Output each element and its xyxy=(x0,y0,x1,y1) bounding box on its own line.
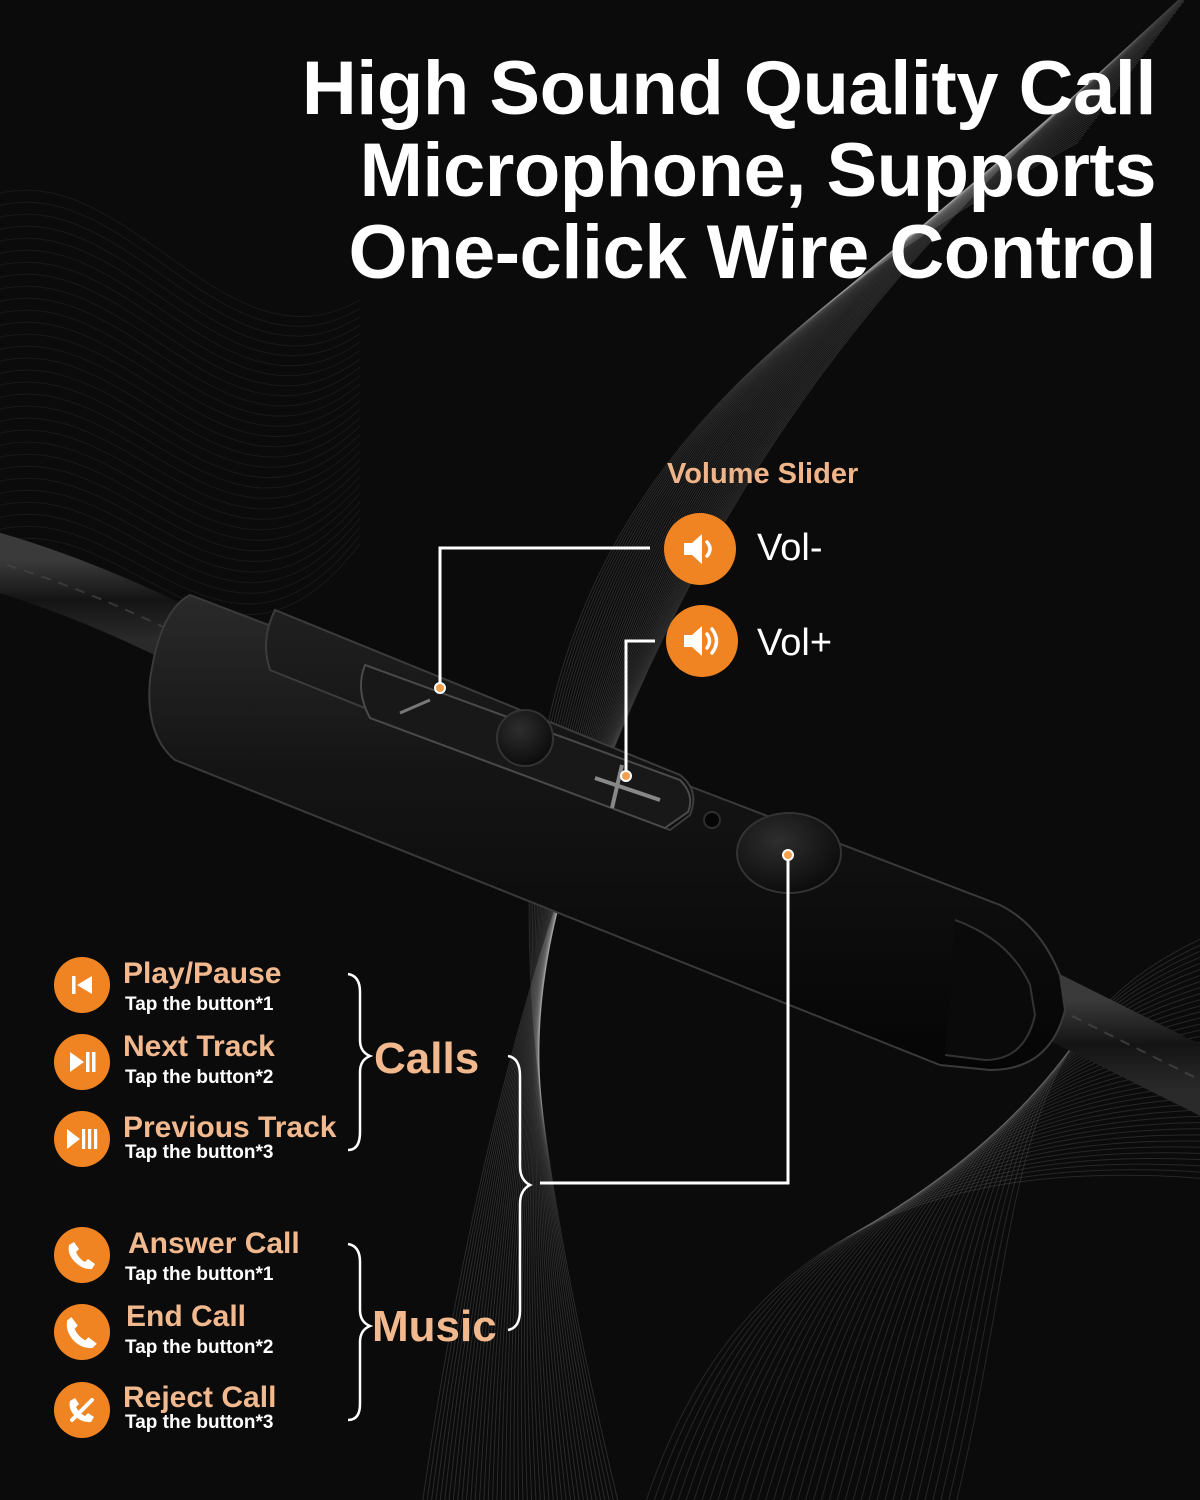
call-control-title: Reject Call xyxy=(123,1381,277,1414)
skip-back-icon xyxy=(54,957,110,1013)
play-pause-icon xyxy=(54,1034,110,1090)
music-control-sub: Tap the button*1 xyxy=(125,994,274,1015)
group-braces xyxy=(347,972,533,1422)
music-control-title: Previous Track xyxy=(123,1111,337,1144)
callout-dots xyxy=(434,682,794,861)
callout-lines xyxy=(438,546,790,1185)
volume-slider-title: Volume Slider xyxy=(667,458,859,490)
speaker-low-icon xyxy=(664,513,736,585)
music-control-sub: Tap the button*3 xyxy=(125,1142,274,1163)
group-label-first: Calls xyxy=(374,1034,480,1083)
speaker-high-icon xyxy=(666,605,738,677)
call-control-sub: Tap the button*3 xyxy=(125,1412,274,1433)
headline-line: High Sound Quality Call xyxy=(301,46,1157,131)
call-control-sub: Tap the button*2 xyxy=(125,1337,274,1358)
vol-down-label: Vol- xyxy=(757,527,823,569)
phone-icon xyxy=(54,1304,110,1360)
call-control-sub: Tap the button*1 xyxy=(125,1264,274,1285)
call-control-title: End Call xyxy=(126,1300,247,1333)
phone-icon xyxy=(54,1227,110,1283)
play-triple-bar-icon xyxy=(54,1111,110,1167)
music-control-title: Play/Pause xyxy=(123,957,282,990)
music-control-title: Next Track xyxy=(123,1030,275,1063)
reject-call-icon xyxy=(54,1382,110,1438)
headline-line: Microphone, Supports xyxy=(359,128,1157,213)
inline-remote xyxy=(148,593,1067,1072)
music-control-sub: Tap the button*2 xyxy=(125,1067,274,1088)
vol-up-label: Vol+ xyxy=(757,622,833,664)
headline-line: One-click Wire Control xyxy=(348,210,1156,295)
call-control-title: Answer Call xyxy=(128,1227,300,1260)
group-label-second: Music xyxy=(372,1302,497,1351)
headline: High Sound Quality Call Microphone, Supp… xyxy=(256,46,1157,295)
